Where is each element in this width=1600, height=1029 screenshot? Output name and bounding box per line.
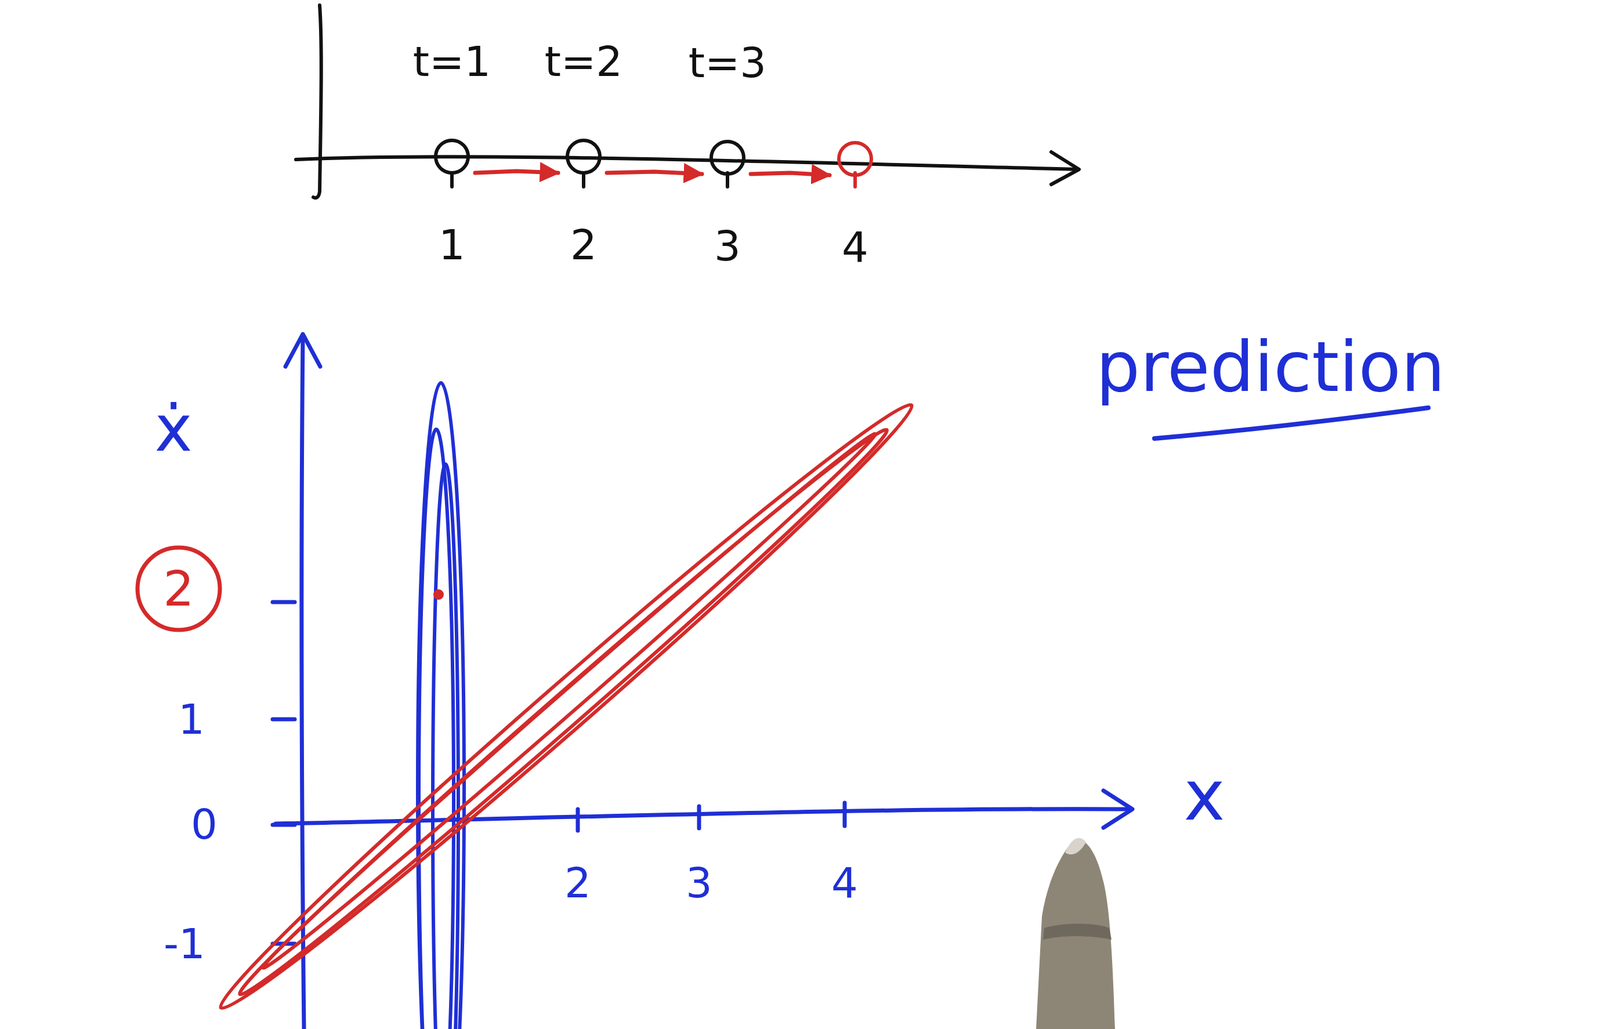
- chart-axes: [272, 334, 1133, 1029]
- callout-circle: 2: [134, 544, 223, 633]
- time-step-marker: t=22: [554, 40, 613, 273]
- tick-label: 1: [178, 698, 205, 741]
- prediction-ellipse-red: [205, 388, 927, 1026]
- red-dot: [433, 589, 444, 600]
- pen: [1036, 838, 1116, 1029]
- time-label: t=3: [688, 41, 767, 84]
- callout-number: 2: [163, 564, 194, 614]
- time-label: t=1: [413, 40, 491, 83]
- time-label: t=2: [544, 40, 623, 83]
- axis-title: ẋ: [154, 396, 193, 461]
- underline: [1154, 407, 1429, 439]
- step-arrow: [475, 171, 559, 173]
- tick-label: 2: [564, 862, 592, 904]
- position-label: 1: [438, 223, 466, 266]
- tick-label: -1: [163, 922, 206, 965]
- time-step-marker: t=11: [422, 40, 481, 273]
- step-arrow: [606, 171, 702, 175]
- annotation: prediction: [1095, 332, 1446, 403]
- tick-label: 3: [685, 862, 713, 904]
- time-axis: [295, 5, 1080, 198]
- tick-label: 0: [190, 803, 218, 846]
- position-label: 2: [570, 223, 597, 266]
- tick-label: 4: [831, 862, 859, 904]
- position-label: 3: [714, 225, 741, 267]
- axis-title: x: [1183, 761, 1225, 831]
- time-step-marker: 4: [826, 42, 885, 275]
- position-label: 4: [841, 226, 869, 269]
- step-arrow: [750, 172, 830, 176]
- time-step-marker: t=33: [698, 41, 757, 274]
- belief-ellipse-blue: [417, 382, 465, 1029]
